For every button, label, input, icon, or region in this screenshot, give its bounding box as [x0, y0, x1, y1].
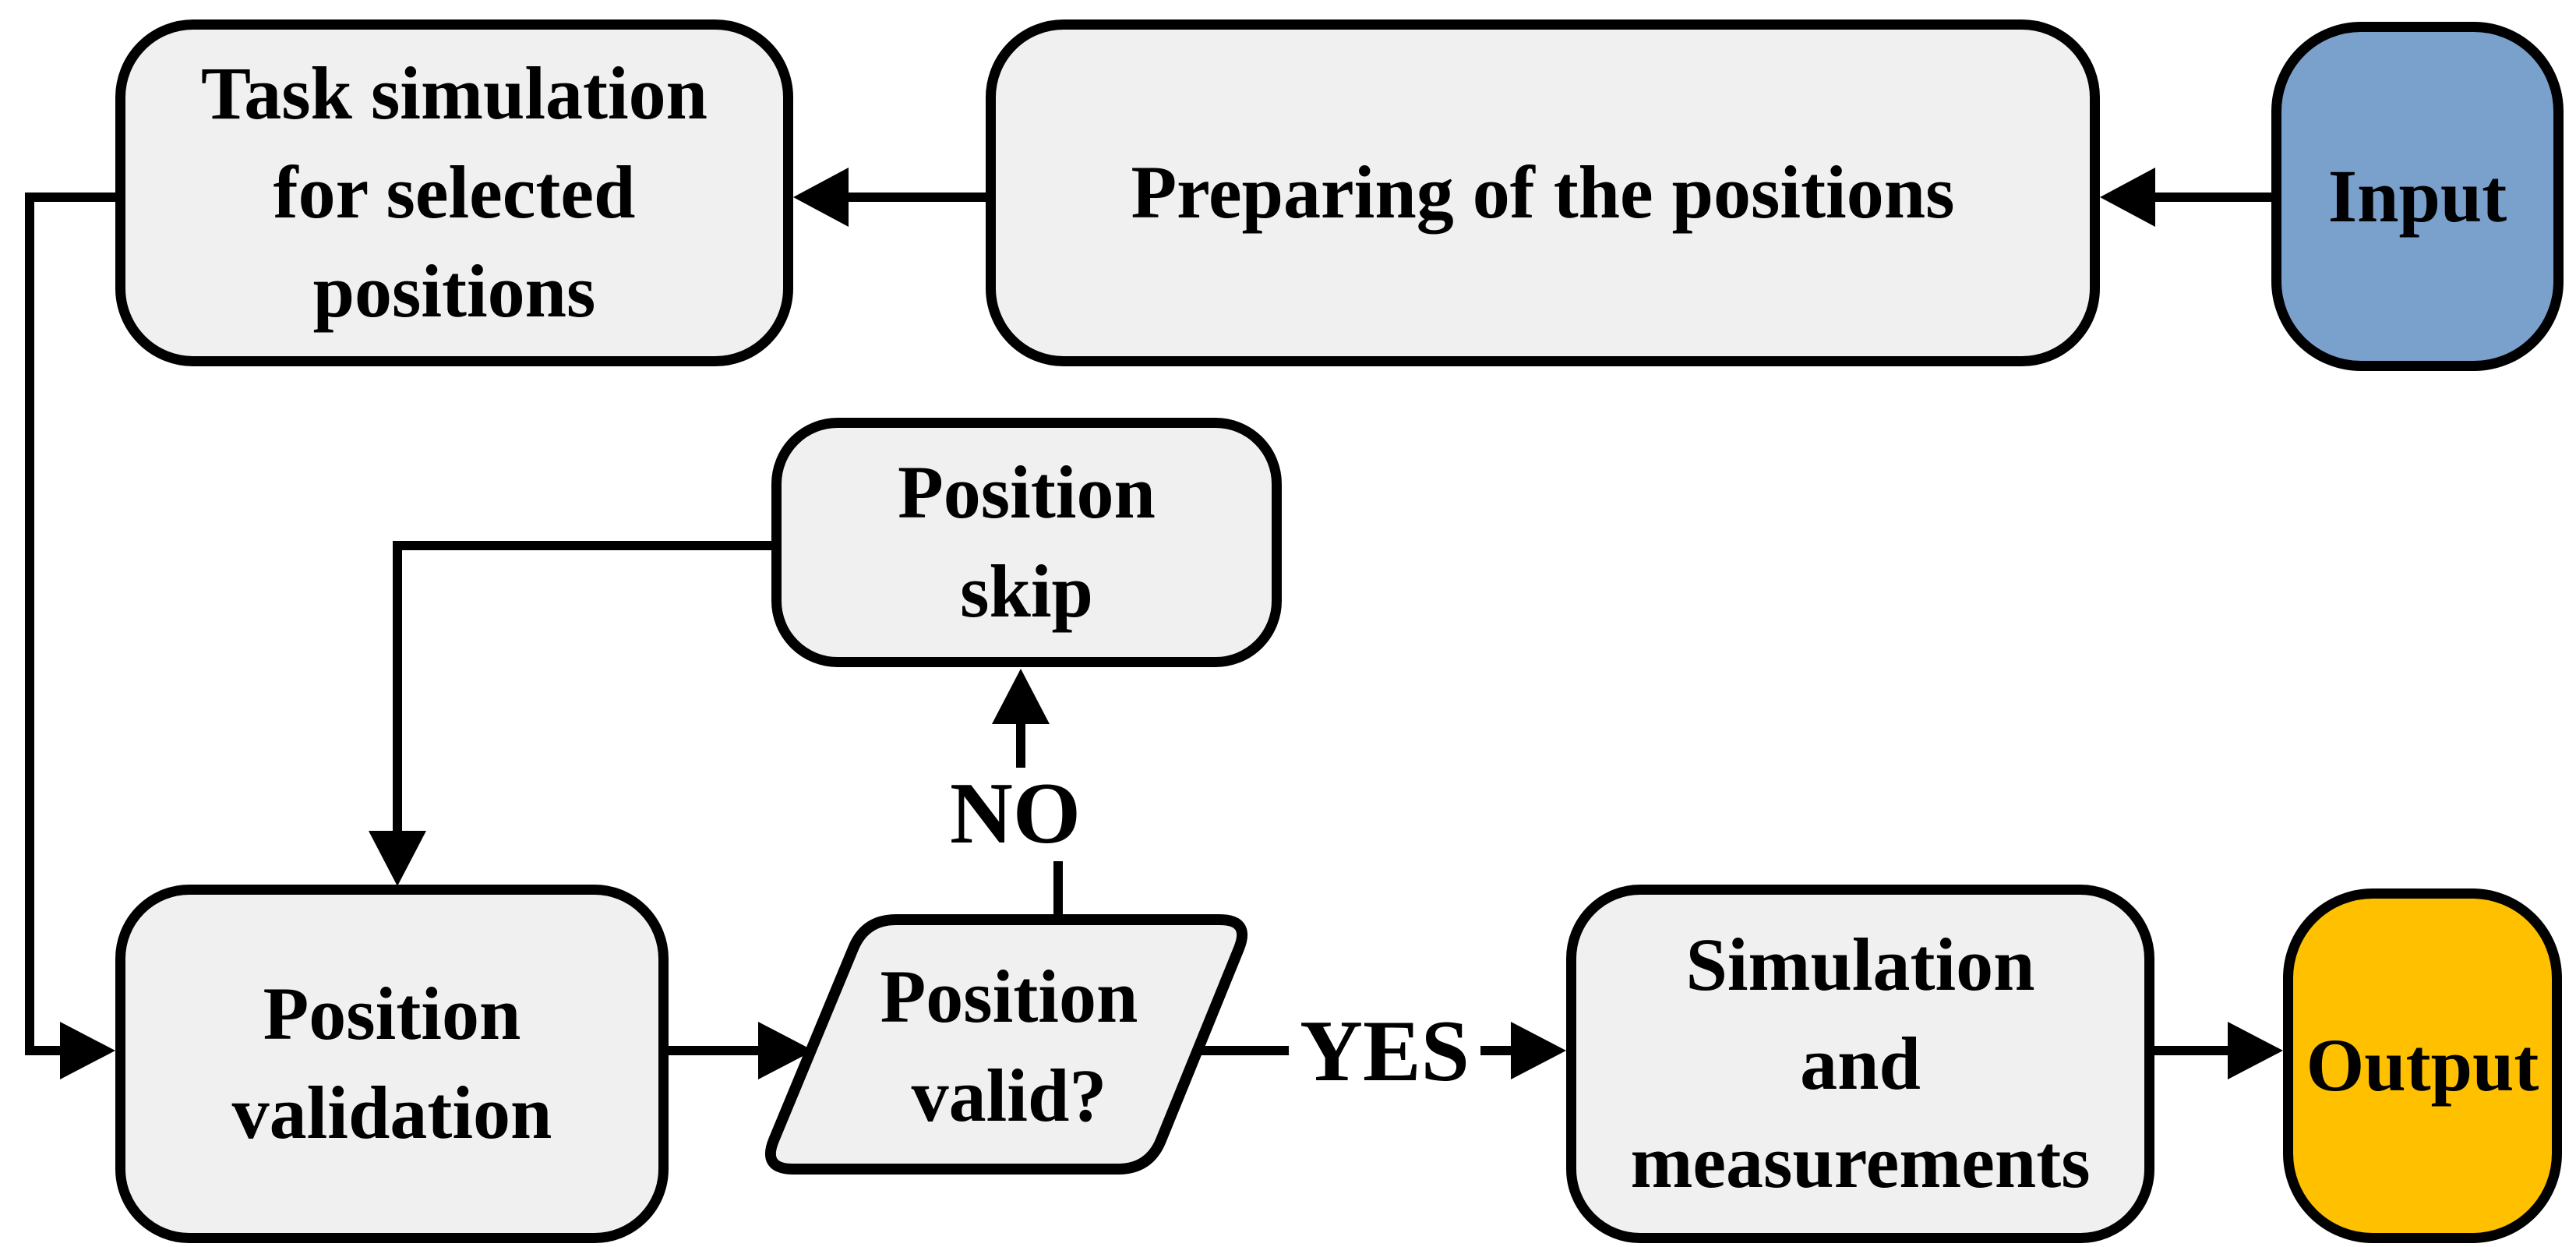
node-position-valid-label: Position valid? — [779, 924, 1239, 1169]
edge-label-no: NO — [939, 768, 1092, 860]
arrow-position-skip-to-position-validation-shaft — [393, 541, 773, 834]
node-position-validation-line1: Position — [263, 972, 521, 1056]
node-simulation-measurements-line1: Simulation — [1685, 922, 2035, 1006]
arrowhead-into-position-validation-left — [60, 1022, 115, 1079]
node-position-skip-line2: skip — [960, 549, 1093, 633]
edge-label-yes: YES — [1289, 1006, 1480, 1098]
node-preparing-line1: Preparing of the positions — [1131, 150, 1955, 235]
node-position-valid-shape — [765, 914, 1247, 1175]
arrowhead-into-position-validation-top — [369, 831, 426, 886]
node-output: Output — [2283, 888, 2562, 1243]
node-position-validation: Position validation — [115, 885, 669, 1243]
arrowhead-into-simulation — [1511, 1022, 1566, 1079]
node-position-valid-line2: valid? — [911, 1053, 1107, 1137]
arrowhead-into-position-skip — [992, 669, 1050, 724]
arrowhead-into-output — [2228, 1022, 2283, 1079]
arrowhead-into-task-simulation — [793, 168, 849, 227]
node-task-simulation: Task simulation for selected positions — [115, 19, 793, 366]
arrow-task-simulation-to-position-validation-shaft — [25, 193, 115, 1055]
node-task-simulation-line1: Task simulation — [200, 51, 708, 136]
node-position-skip-line1: Position — [898, 450, 1156, 535]
node-task-simulation-line3: positions — [312, 249, 596, 333]
node-input-line1: Input — [2327, 154, 2507, 238]
node-position-valid-line1: Position — [880, 954, 1138, 1038]
node-output-line1: Output — [2306, 1023, 2539, 1107]
arrowhead-into-preparing — [2100, 168, 2155, 227]
node-task-simulation-line2: for selected — [273, 150, 636, 235]
node-simulation-measurements: Simulation and measurements — [1566, 885, 2154, 1243]
node-position-validation-line2: validation — [231, 1071, 552, 1154]
node-preparing: Preparing of the positions — [986, 19, 2100, 366]
node-simulation-measurements-line3: measurements — [1630, 1120, 2091, 1204]
node-input: Input — [2271, 22, 2564, 371]
node-simulation-measurements-line2: and — [1800, 1021, 1921, 1105]
arrowhead-into-position-valid — [758, 1022, 813, 1079]
node-position-skip: Position skip — [771, 418, 1282, 667]
